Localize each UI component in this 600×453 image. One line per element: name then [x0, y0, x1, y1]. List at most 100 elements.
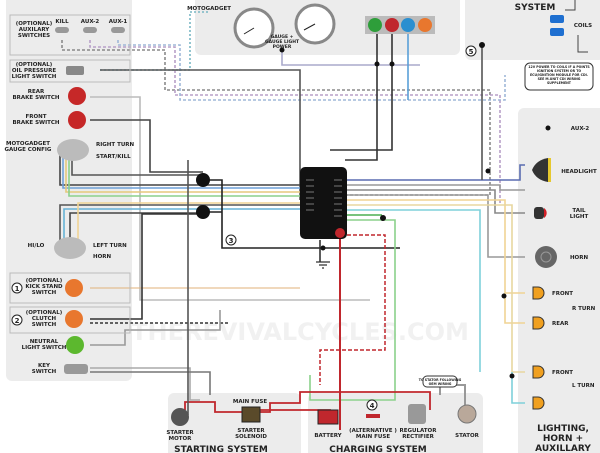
horn-device-label: HORN: [570, 255, 589, 261]
oil-pressure-sensor-icon: [66, 66, 84, 75]
aux-switch-icons: [55, 27, 125, 33]
kill-switch-label: KILL: [55, 19, 69, 25]
alt-fuse-label-1: (ALTERNATIVE ): [349, 428, 397, 434]
horn-icon: [535, 246, 557, 268]
rear-brake-switch-icon: [68, 87, 86, 105]
key-switch-icon: [64, 364, 88, 374]
gauge-needle: [303, 23, 316, 31]
neutral-label-2: LIGHT SWITCH: [22, 345, 67, 351]
tail-light-icon: [534, 207, 544, 219]
callout-5-num: 5: [469, 48, 474, 56]
ignition-note-text: 12V POWER TO COILS IF A POINTS IGNITION …: [528, 65, 590, 85]
tail-light-lens: [544, 208, 547, 218]
stator-note-2: OEM WIRING: [429, 382, 452, 386]
ignition-note-box: [524, 62, 594, 91]
junction-dot: [374, 61, 380, 67]
right-handlebar-switch-icon: [57, 139, 89, 161]
callout-2-num: 2: [15, 317, 20, 325]
battery-icon: [317, 409, 339, 425]
starting-panel: [168, 393, 301, 453]
gauge-config-label-1: MOTOGADGET: [6, 141, 50, 147]
junction-dot: [501, 293, 507, 299]
callout-2: [11, 314, 23, 326]
horn-label: HORN: [93, 254, 112, 260]
turn-signals: [532, 286, 545, 410]
switch-icon: [55, 27, 69, 33]
clutch-label-1: (OPTIONAL): [26, 310, 63, 316]
coils-label: COILS: [574, 23, 592, 29]
junction-lower: [196, 205, 210, 219]
l-turn-label: L TURN: [572, 383, 595, 389]
starter-motor-icon: [171, 408, 189, 426]
stator-note-box: [422, 375, 458, 388]
stator-label: STATOR: [455, 433, 480, 439]
main-fuse-label: MAIN FUSE: [233, 399, 267, 405]
junction-dot: [320, 245, 326, 251]
hilo-label: HI/LO: [28, 243, 45, 249]
kickstand-label-3: SWITCH: [32, 290, 57, 296]
start-kill-label: START/KILL: [96, 154, 131, 160]
regulator-label-2: RECTIFIER: [402, 434, 434, 440]
junctions: [196, 42, 515, 379]
ignition-note: 12V POWER TO COILS IF A POINTS IGNITION …: [528, 65, 590, 85]
aux2-switch-label: AUX-2: [81, 19, 100, 25]
turn-signal-left-front-icon: [532, 365, 545, 379]
aux-label-2: AUXILARY: [19, 27, 51, 33]
lighting-title-2: HORN +: [543, 434, 583, 444]
module-pins: [306, 179, 342, 217]
r-front-label: FRONT: [552, 291, 573, 297]
indicator-light-red: [385, 18, 399, 32]
coil-icon: [550, 28, 564, 36]
wires: [59, 11, 525, 430]
aux-label-3: SWITCHES: [18, 33, 50, 39]
neutral-switch-icon: [66, 336, 84, 354]
turn-signal-left-rear-icon: [532, 396, 545, 410]
callout-4: [366, 399, 378, 411]
rear-brake-label-1: REAR: [28, 89, 45, 95]
callout-1-num: 1: [15, 285, 20, 293]
key-label-2: SWITCH: [32, 369, 57, 375]
headlight-lens: [548, 158, 551, 182]
oil-label-2: OIL PRESSURE: [12, 68, 57, 74]
indicator-light-green: [368, 18, 382, 32]
right-turn-label: RIGHT TURN: [96, 142, 135, 148]
l-front-label: FRONT: [552, 370, 573, 376]
coil-wire: [565, 0, 588, 53]
charging-panel: [308, 393, 483, 453]
oil-pressure-box: [9, 59, 131, 83]
junction-dot: [479, 42, 485, 48]
starter-motor-label-1: STARTER: [166, 430, 194, 436]
switch-icon: [111, 27, 125, 33]
gauge-config-label-2: GAUGE CONFIG: [5, 147, 52, 153]
starter-motor-label-2: MOTOR: [169, 436, 193, 442]
ground-icon: [316, 261, 330, 269]
junction-dot: [389, 61, 395, 67]
left-handlebar-switch-icon: [54, 237, 86, 259]
solenoid-label-2: SOLENOID: [235, 434, 267, 440]
starter-solenoid-icon: [241, 406, 261, 423]
junction-dot: [485, 168, 491, 174]
callout-4-num: 4: [370, 402, 375, 410]
battery-label: BATTERY: [314, 433, 342, 439]
tail-light-label-1: TAIL: [572, 208, 586, 214]
kickstand-box: [9, 272, 131, 304]
clutch-switch-icon: [65, 310, 83, 328]
tail-light-label-2: LIGHT: [570, 214, 589, 220]
turn-signal-right-front-icon: [532, 286, 545, 300]
clutch-label-2: CLUTCH: [32, 316, 57, 322]
regulator-label-1: REGULATOR: [400, 428, 438, 434]
r-rear-label: REAR: [552, 321, 569, 327]
r-turn-label: R TURN: [572, 306, 596, 312]
solenoid-label-1: STARTER: [237, 428, 265, 434]
regulator-rectifier-icon: [408, 404, 426, 424]
indicator-light-strip: [365, 16, 435, 34]
lighting-title-1: LIGHTING,: [537, 424, 589, 434]
ignition-system-title: SYSTEM: [515, 3, 556, 13]
clutch-box: [9, 306, 131, 334]
stator-icon: [457, 404, 477, 424]
charging-system-title: CHARGING SYSTEM: [329, 445, 427, 453]
callout-5: [465, 45, 477, 57]
ignition-panel: [465, 0, 600, 60]
front-brake-switch-icon: [68, 111, 86, 129]
